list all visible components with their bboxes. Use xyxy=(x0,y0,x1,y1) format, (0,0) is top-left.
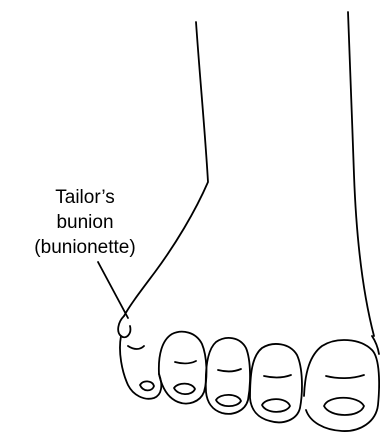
fifth-toe xyxy=(118,316,161,399)
second-toe-crease xyxy=(264,375,291,377)
big-toenail xyxy=(324,398,364,415)
fourth-toe xyxy=(159,332,207,404)
fourth-toenail xyxy=(174,384,195,395)
fifth-toenail xyxy=(140,381,154,390)
bunionette-label: Tailor’s bunion (bunionette) xyxy=(34,187,135,258)
big-toe-crease xyxy=(326,375,364,378)
fourth-toe-crease xyxy=(175,361,196,363)
third-toenail xyxy=(216,395,241,406)
second-toe xyxy=(250,344,302,422)
inner-leg-edge xyxy=(348,12,374,336)
label-line-2: bunion xyxy=(56,212,113,233)
label-line-3: (bunionette) xyxy=(34,237,135,258)
fifth-toe-crease xyxy=(128,346,144,349)
fifth-toe-outline xyxy=(120,336,161,399)
outer-leg-edge xyxy=(124,22,208,316)
foot-outline xyxy=(124,12,374,336)
label-line-1: Tailor’s xyxy=(55,187,115,208)
leader-line xyxy=(98,262,128,318)
third-toe xyxy=(206,338,250,414)
big-toe xyxy=(304,336,379,431)
bunionette-bump xyxy=(118,316,130,337)
third-toe-crease xyxy=(218,369,241,371)
second-toenail xyxy=(262,399,290,412)
